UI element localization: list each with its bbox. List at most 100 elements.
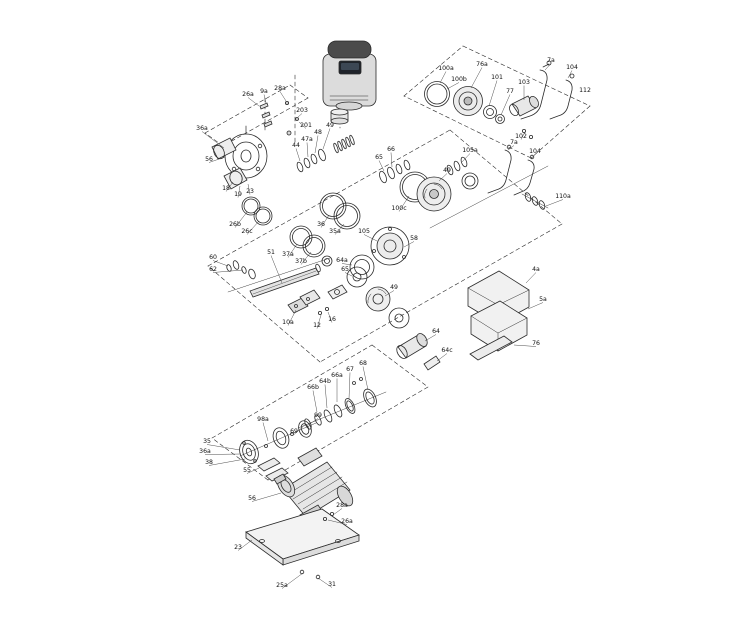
part-label: 28a bbox=[336, 502, 348, 509]
part-ring bbox=[376, 232, 404, 260]
part-label: 35a bbox=[329, 228, 341, 235]
part-ring bbox=[323, 409, 333, 423]
part-ring bbox=[363, 388, 377, 408]
part-label: 37a bbox=[282, 251, 294, 258]
part-outline bbox=[469, 335, 513, 361]
guide-line bbox=[211, 344, 373, 439]
part-label: 201 bbox=[300, 122, 312, 129]
part-ring bbox=[330, 108, 349, 116]
part-outline bbox=[549, 79, 573, 120]
label-leader-line bbox=[316, 314, 322, 329]
part-label: 9a bbox=[260, 88, 268, 95]
label-leader-line bbox=[281, 572, 304, 589]
part-label: 16 bbox=[328, 316, 336, 323]
part-ring bbox=[248, 268, 256, 280]
part-outline bbox=[367, 293, 372, 304]
part-ring bbox=[346, 400, 354, 412]
label-leader-line bbox=[332, 508, 343, 516]
part-label: 55 bbox=[243, 467, 251, 474]
part-ring bbox=[302, 234, 326, 258]
guide-line bbox=[204, 84, 291, 134]
part-ring bbox=[461, 172, 479, 190]
part-line bbox=[292, 471, 338, 500]
part-ring bbox=[275, 430, 287, 446]
label-leader-line bbox=[234, 211, 248, 228]
part-ring bbox=[402, 255, 406, 259]
part-body bbox=[261, 111, 271, 119]
part-ring bbox=[403, 159, 411, 171]
label-leader-line bbox=[438, 173, 448, 182]
part-label: 62 bbox=[209, 266, 217, 273]
part-label: 100c bbox=[391, 205, 407, 212]
part-line bbox=[252, 270, 317, 295]
part-label: 23 bbox=[234, 544, 242, 551]
part-ring bbox=[388, 307, 410, 329]
label-leader-line bbox=[247, 97, 260, 107]
label-leader-line bbox=[398, 195, 410, 212]
part-ring bbox=[318, 148, 326, 162]
part-label: 76 bbox=[532, 340, 540, 347]
part-ring bbox=[253, 459, 257, 463]
part-ring bbox=[239, 439, 259, 465]
part-ring bbox=[334, 289, 340, 295]
part-label: 18 bbox=[222, 185, 230, 192]
part-ring bbox=[349, 134, 355, 146]
part-ring bbox=[336, 205, 358, 227]
part-ring bbox=[290, 432, 294, 436]
part-body bbox=[341, 63, 359, 70]
part-label: 66b bbox=[307, 384, 319, 391]
part-ring bbox=[426, 83, 448, 105]
part-label: 12 bbox=[313, 322, 321, 329]
part-outline bbox=[487, 149, 512, 194]
label-leader-line bbox=[436, 353, 448, 362]
label-leader-line bbox=[298, 121, 307, 129]
part-label: 35 bbox=[203, 438, 211, 445]
part-line bbox=[521, 193, 549, 209]
part-label: 49 bbox=[390, 284, 398, 291]
guide-line bbox=[371, 344, 429, 388]
label-leader-line bbox=[287, 309, 297, 326]
part-body bbox=[223, 167, 248, 190]
label-leader-line bbox=[237, 185, 241, 198]
part-ring bbox=[259, 539, 265, 543]
part-label: 68 bbox=[359, 360, 367, 367]
part-ring bbox=[396, 345, 408, 359]
part-ring bbox=[529, 154, 535, 160]
part-label: 104 bbox=[566, 64, 578, 71]
part-label: 67 bbox=[346, 366, 354, 373]
part-label: 51 bbox=[267, 249, 275, 256]
part-ring bbox=[315, 574, 321, 580]
part-ring bbox=[486, 108, 494, 116]
part-label: 110a bbox=[555, 193, 571, 200]
label-leader-line bbox=[488, 80, 498, 107]
part-ring bbox=[372, 249, 376, 253]
label-leader-line bbox=[246, 467, 260, 474]
part-outline bbox=[245, 531, 284, 566]
part-ring bbox=[370, 226, 410, 266]
part-ring bbox=[289, 225, 313, 249]
part-line bbox=[239, 422, 317, 457]
part-label: 99 bbox=[314, 412, 322, 419]
part-ring bbox=[333, 202, 361, 230]
label-leader-line bbox=[287, 243, 298, 258]
part-ring bbox=[344, 398, 356, 414]
part-ring bbox=[337, 140, 343, 152]
part-line bbox=[429, 165, 549, 229]
part-ring bbox=[300, 423, 310, 435]
part-ring bbox=[495, 114, 505, 124]
part-label: 103 bbox=[518, 79, 530, 86]
part-body bbox=[282, 461, 351, 518]
label-leader-line bbox=[312, 390, 318, 413]
label-leader-line bbox=[544, 63, 552, 71]
label-leader-line bbox=[247, 183, 251, 195]
part-label: 101 bbox=[491, 74, 503, 81]
label-leader-line bbox=[446, 82, 460, 90]
label-leader-line bbox=[525, 272, 537, 284]
part-label: 100b bbox=[451, 76, 467, 83]
part-ring bbox=[460, 156, 468, 168]
part-outline bbox=[257, 457, 281, 472]
part-outline bbox=[520, 69, 548, 120]
part-ring bbox=[296, 161, 304, 173]
part-ring bbox=[538, 200, 546, 210]
